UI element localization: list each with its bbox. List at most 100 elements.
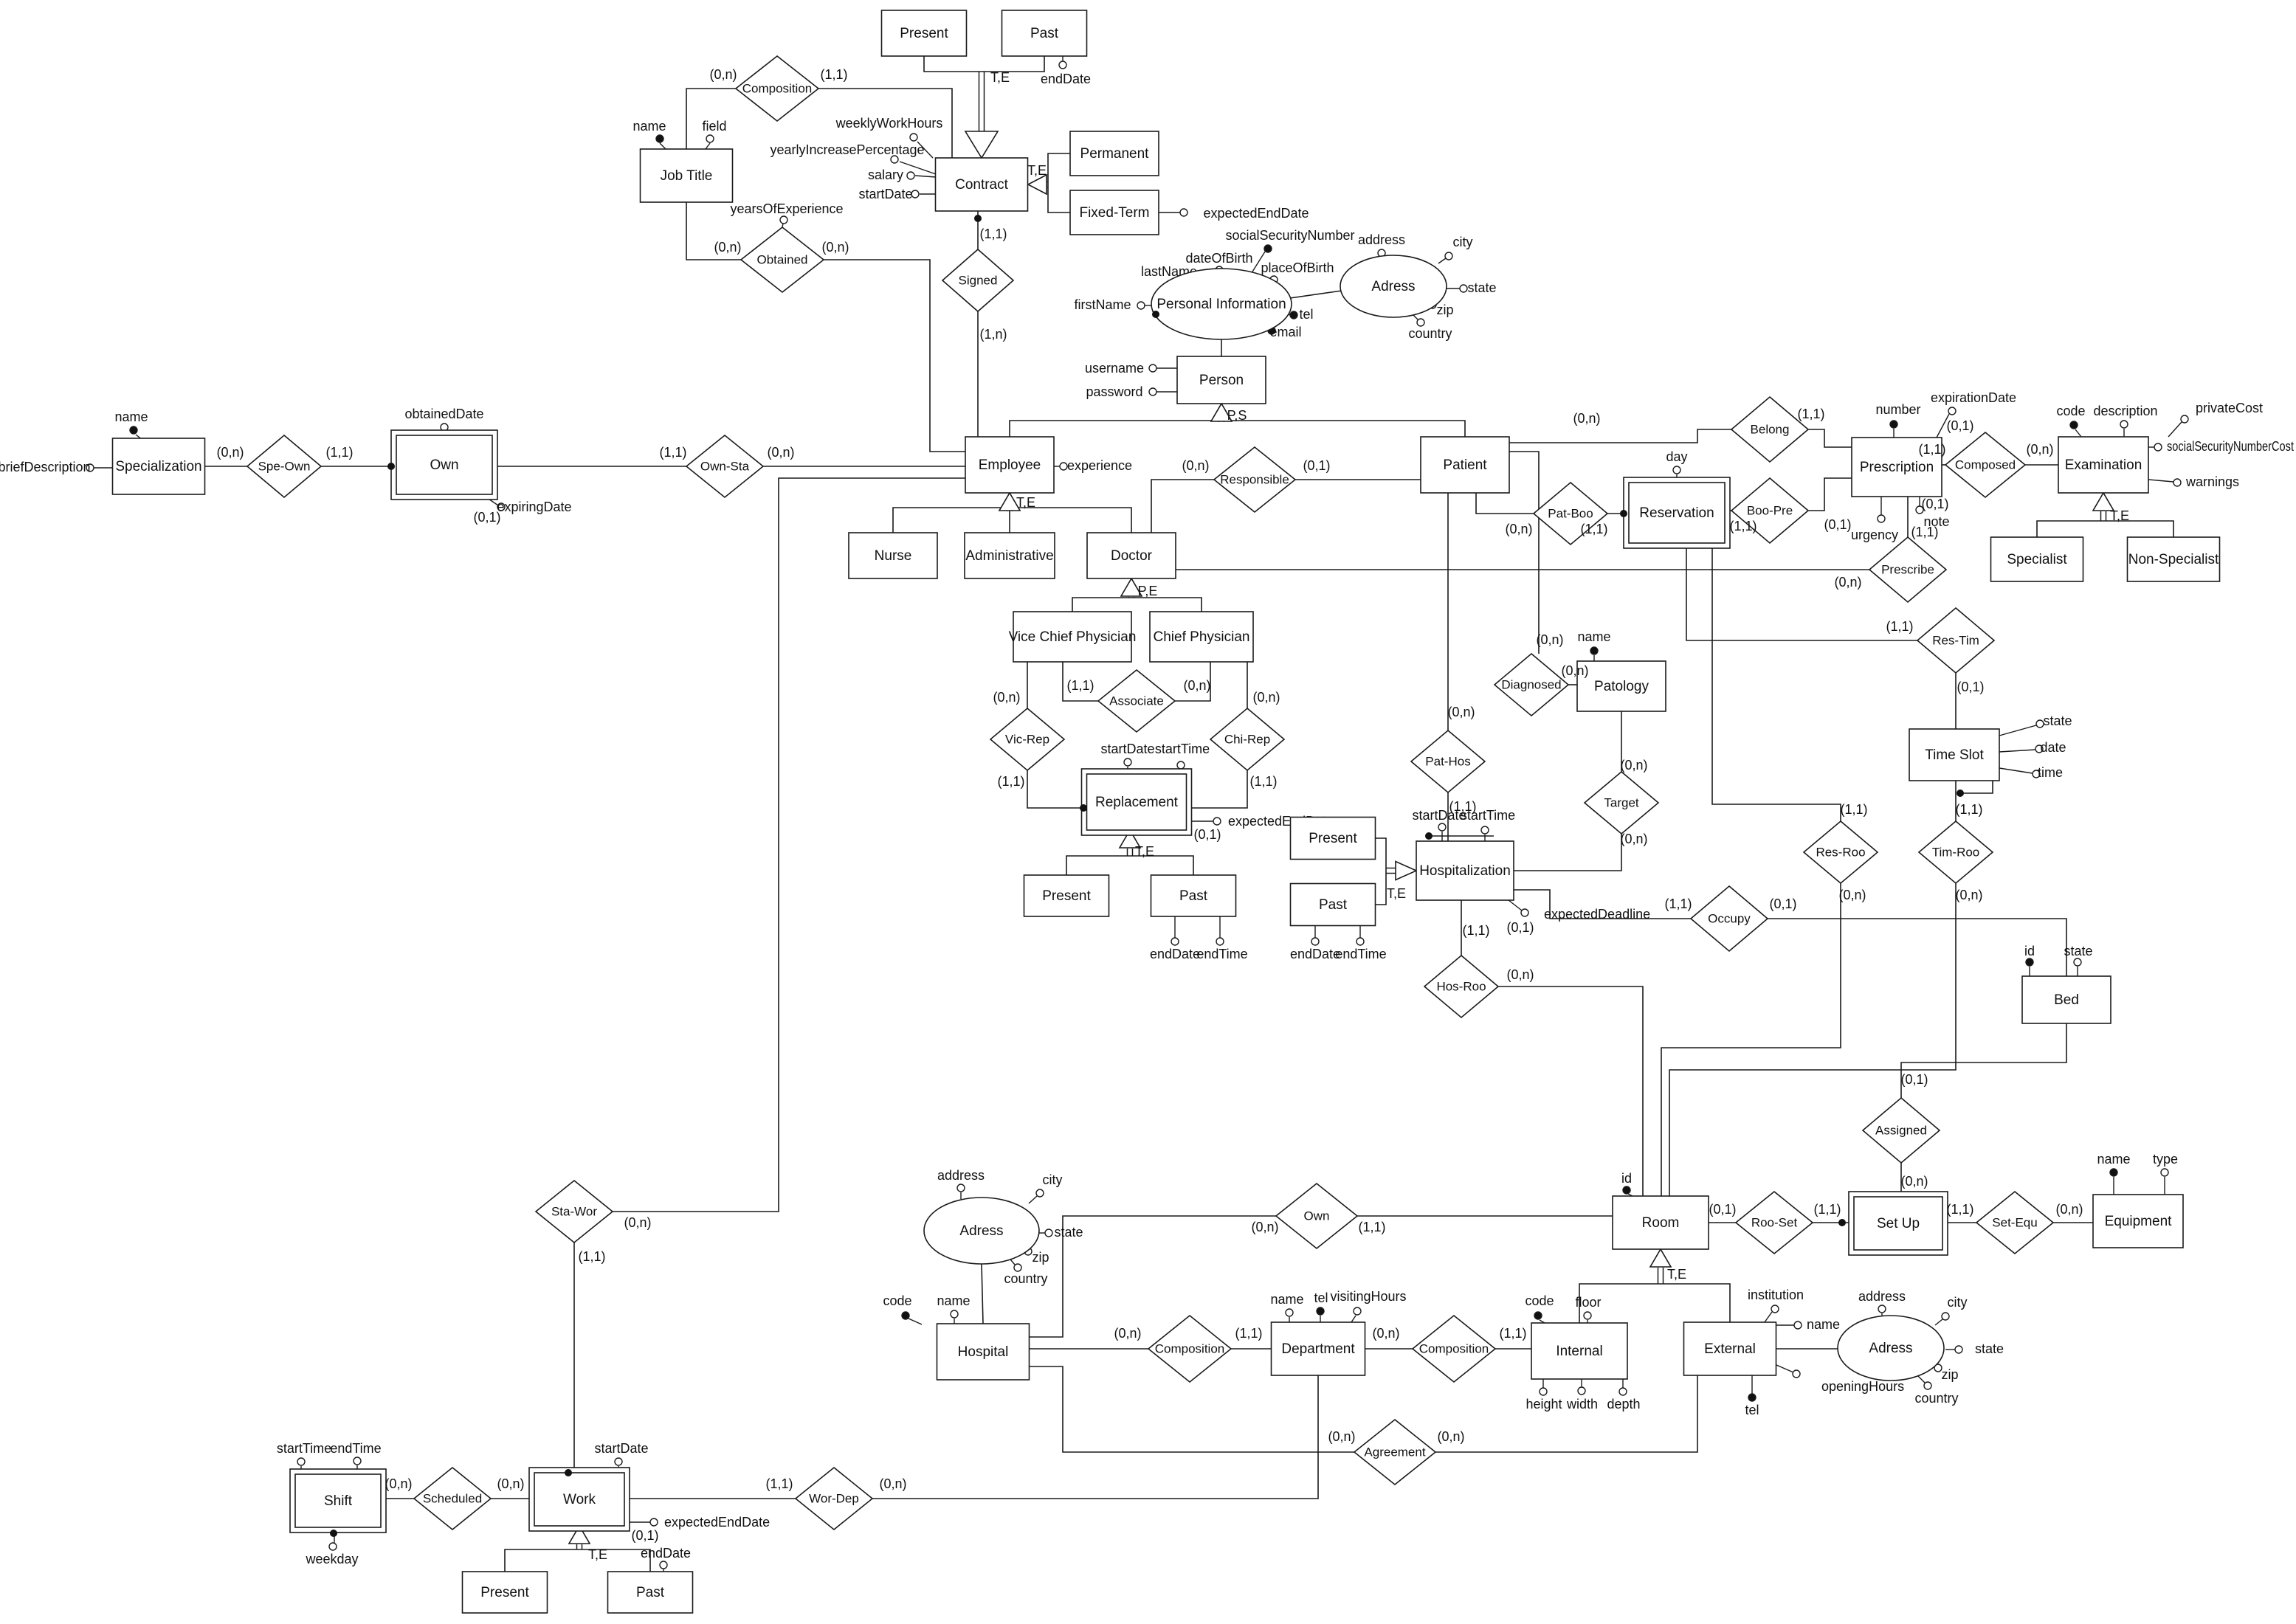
entity-non-specialist[interactable]	[2126, 536, 2221, 582]
attribute-label: email	[1269, 325, 1301, 339]
cardinality-label: (0,n)	[1506, 967, 1534, 982]
relationship-composed[interactable]	[1944, 431, 2027, 499]
relationship-obtained[interactable]	[740, 226, 825, 294]
relationship-vic-rep[interactable]	[989, 707, 1066, 772]
cardinality-label: (0,1)	[473, 510, 500, 525]
entity-label: Present	[480, 1585, 529, 1600]
entity-bed[interactable]	[2021, 975, 2111, 1024]
relationship-pat-hos[interactable]	[1410, 729, 1486, 794]
entity-external[interactable]	[1683, 1321, 1777, 1376]
entity-specialization[interactable]	[111, 438, 206, 495]
attribute-dot	[353, 1457, 362, 1465]
relationship-sta-wor[interactable]	[534, 1179, 614, 1244]
entity-patient[interactable]	[1420, 436, 1510, 494]
entity-examination[interactable]	[2058, 436, 2149, 494]
relationship-assigned[interactable]	[1861, 1096, 1941, 1164]
composite-attribute-adress-hospital[interactable]	[923, 1197, 1040, 1265]
relationship-boo-pre[interactable]	[1730, 477, 1810, 545]
attribute-line	[914, 175, 937, 178]
attribute-label: zip	[1436, 303, 1453, 317]
entity-reservation[interactable]	[1623, 477, 1731, 549]
composite-attribute-personal-information[interactable]	[1151, 268, 1292, 340]
relationship-tim-roo[interactable]	[1917, 820, 1994, 885]
attribute-yearsOfExperience	[779, 215, 788, 228]
cardinality-label: (1,1)	[1235, 1326, 1262, 1341]
entity-internal[interactable]	[1531, 1322, 1628, 1380]
entity-job-title[interactable]	[639, 148, 734, 203]
entity-administrative[interactable]	[964, 532, 1055, 579]
entity-room[interactable]	[1612, 1195, 1709, 1250]
entity-employee[interactable]	[965, 436, 1055, 494]
entity-set-up[interactable]	[1848, 1191, 1948, 1256]
composite-attribute-adress-person[interactable]	[1340, 255, 1447, 318]
attribute-dot	[779, 215, 788, 224]
relationship-res-tim[interactable]	[1916, 607, 1996, 674]
entity-department[interactable]	[1270, 1321, 1366, 1376]
relationship-prescribe[interactable]	[1868, 536, 1948, 604]
relationship-roo-set[interactable]	[1734, 1190, 1814, 1255]
entity-past-hospitalization[interactable]	[1289, 882, 1376, 927]
relationship-label: Spe-Own	[258, 459, 311, 473]
entity-hospital[interactable]	[936, 1323, 1030, 1381]
relationship-own-sta[interactable]	[685, 434, 765, 499]
entity-replacement[interactable]	[1080, 768, 1193, 836]
relationship-hos-roo[interactable]	[1423, 954, 1500, 1019]
attribute-dot	[1356, 937, 1365, 946]
entity-nurse[interactable]	[848, 532, 938, 579]
relationship-agreement[interactable]	[1353, 1418, 1437, 1486]
relationship-target[interactable]	[1583, 770, 1660, 835]
entity-equipment[interactable]	[2092, 1194, 2184, 1248]
entity-specialist[interactable]	[1990, 536, 2084, 582]
entity-present-replacement[interactable]	[1023, 874, 1110, 917]
relationship-composition-contract[interactable]	[734, 55, 820, 122]
entity-chief-physician[interactable]	[1149, 611, 1254, 663]
relationship-scheduled[interactable]	[413, 1466, 492, 1531]
entity-hospitalization[interactable]	[1416, 840, 1514, 901]
key-attribute-dot	[1622, 1186, 1631, 1195]
attribute-socialSecurityNumberCost	[2148, 443, 2162, 452]
composite-attribute-adress-external[interactable]	[1837, 1315, 1945, 1381]
entity-person[interactable]	[1176, 356, 1266, 404]
relationship-pat-boo[interactable]	[1532, 481, 1609, 546]
entity-work[interactable]	[528, 1467, 630, 1532]
attribute-dot	[2035, 744, 2044, 753]
entity-contract[interactable]	[934, 157, 1029, 212]
cardinality-label: (1,1)	[1449, 799, 1476, 814]
relationship-own-hospital[interactable]	[1275, 1182, 1359, 1250]
relationship-label: Scheduled	[423, 1491, 482, 1505]
entity-present-contract[interactable]	[880, 10, 968, 57]
entity-present-hospitalization[interactable]	[1289, 816, 1376, 860]
entity-shift[interactable]	[289, 1468, 387, 1533]
relationship-diamond	[1868, 536, 1948, 604]
ellipse-label: Adress	[1371, 279, 1415, 294]
entity-prescription[interactable]	[1851, 437, 1942, 497]
relationship-signed[interactable]	[941, 248, 1015, 313]
relationship-responsible[interactable]	[1213, 446, 1297, 514]
relationship-res-roo[interactable]	[1802, 820, 1879, 885]
edge-36	[1509, 451, 1540, 654]
entity-past-work[interactable]	[607, 1571, 694, 1614]
entity-time-slot[interactable]	[1909, 728, 2000, 781]
relationship-spe-own[interactable]	[246, 434, 323, 499]
entity-box	[396, 435, 493, 495]
relationship-set-equ[interactable]	[1975, 1190, 2055, 1255]
entity-doctor[interactable]	[1086, 532, 1176, 579]
relationship-composition-department[interactable]	[1411, 1314, 1497, 1383]
relationship-belong[interactable]	[1730, 395, 1810, 463]
cardinality-label: (0,n)	[1536, 632, 1563, 647]
relationship-occupy[interactable]	[1689, 885, 1769, 953]
entity-past-contract[interactable]	[1001, 10, 1088, 57]
relationship-composition-hospital[interactable]	[1147, 1314, 1233, 1383]
relationship-associate[interactable]	[1097, 668, 1176, 733]
relationship-chi-rep[interactable]	[1209, 707, 1286, 772]
entity-permanent[interactable]	[1069, 131, 1159, 176]
entity-vice-chief-physician[interactable]	[1013, 611, 1132, 663]
relationship-diamond	[1583, 770, 1660, 835]
entity-fixed-term[interactable]	[1069, 190, 1159, 235]
entity-patology[interactable]	[1576, 660, 1666, 712]
entity-past-replacement[interactable]	[1150, 874, 1237, 917]
relationship-wor-dep[interactable]	[794, 1466, 874, 1531]
relationship-diagnosed[interactable]	[1493, 652, 1570, 717]
entity-present-work[interactable]	[461, 1571, 548, 1614]
entity-own-title[interactable]	[390, 429, 498, 500]
